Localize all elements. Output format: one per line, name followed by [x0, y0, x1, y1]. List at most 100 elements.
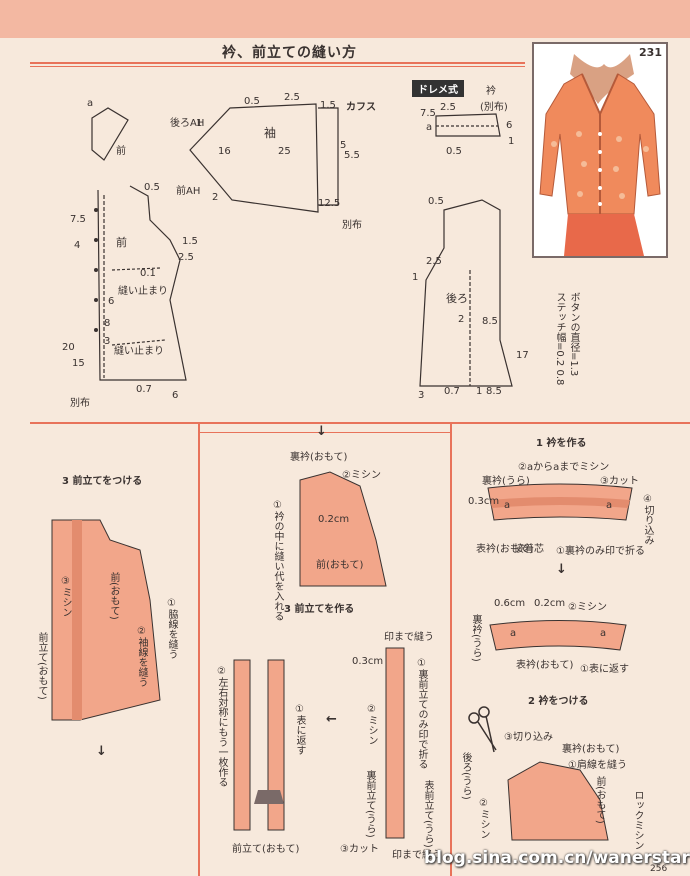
- sleeve-dim-1: 1: [196, 118, 203, 129]
- collar-under-wrong-2: 裏衿(うら): [470, 614, 481, 662]
- step-make-collar-heading: 1 衿を作る: [536, 438, 587, 449]
- collar-cut-3: ③カット: [600, 476, 639, 487]
- front-stop-2: 縫い止まり: [114, 346, 164, 357]
- collar-a-right: a: [606, 500, 613, 511]
- button-diameter-note: ボタンの直径=1.3: [568, 292, 579, 377]
- dreme-collar-fabric: (別布): [480, 102, 508, 113]
- front-dim-0-5: 0.5: [144, 182, 160, 193]
- band-turn-out: ①表に返す: [294, 704, 305, 755]
- title-underline: [30, 62, 525, 64]
- corner-page-number: 256: [650, 864, 668, 874]
- back-dim-2-5: 2.5: [426, 256, 442, 267]
- front-dim-3: 3: [104, 336, 111, 347]
- attach-sleeve-seam: ②袖線を縫う: [136, 626, 147, 687]
- page-title: 衿、前立ての縫い方: [222, 45, 357, 61]
- front-dim-6: 6: [108, 296, 115, 307]
- collar-turn-out: ①表に返す: [580, 664, 629, 675]
- back-dim-3: 3: [418, 390, 425, 401]
- cuff-separate-fabric: 別布: [342, 220, 362, 231]
- sleeve-dim-16: 16: [218, 146, 231, 157]
- step-make-band-heading: 3 前立てを作る: [284, 604, 355, 615]
- cuff-label: カフス: [346, 102, 376, 113]
- front-dim-0-7: 0.7: [136, 384, 152, 395]
- band-under-wrong: 裏前立て(うら): [364, 770, 375, 838]
- attach-front-label: 前(おもて): [108, 572, 119, 620]
- down-arrow-middle-top: ↓: [316, 424, 327, 439]
- collar-sew-a-to-a: ②aからaまでミシン: [518, 462, 610, 473]
- back-dim-0-5: 0.5: [428, 196, 444, 207]
- back-dim-8-5b: 8.5: [486, 386, 502, 397]
- band-face-label: 前立て(おもて): [232, 844, 300, 855]
- collar-a-left: a: [504, 500, 511, 511]
- front-dim-15: 15: [72, 358, 85, 369]
- collar-a-right-2: a: [600, 628, 607, 639]
- front-dim-20: 20: [62, 342, 75, 353]
- back-dim-17: 17: [516, 350, 529, 361]
- back-dim-0-7: 0.7: [444, 386, 460, 397]
- mid-0-2cm: 0.2cm: [318, 514, 350, 525]
- sleeve-dim-1-5: 1.5: [320, 100, 336, 111]
- back-dim-1: 1: [412, 272, 419, 283]
- left-arrow-middle: ←: [326, 712, 337, 727]
- attach-back-wrong: 後ろ(うら): [460, 752, 471, 800]
- back-label: 後ろ: [446, 292, 468, 305]
- front-stop-1: 縫い止まり: [118, 286, 168, 297]
- mid-seam-inside: ①衿の中に縫い代を入れる: [272, 500, 283, 621]
- collar-0-2cm: 0.2cm: [534, 598, 566, 609]
- column-divider-left: [198, 422, 200, 876]
- band-sew-2: ②ミシン: [366, 704, 377, 745]
- middle-top-rule: [198, 432, 450, 433]
- sleeve-dim-5: 5: [340, 140, 347, 151]
- attach-sew-3: ③ミシン: [60, 576, 71, 617]
- front-separate-fabric: 別布: [70, 398, 90, 409]
- band-fold-underband: ①裏前立てのみ印で折る: [416, 658, 427, 769]
- collar-a-label: a: [87, 98, 94, 109]
- band-outer-wrong: 表前立て(うら): [422, 780, 433, 848]
- attach-band-label: 前立て(おもて): [36, 632, 47, 700]
- collar-notch-4: ④切り込み: [642, 494, 653, 545]
- sleeve-dim-top: 0.5: [244, 96, 260, 107]
- header-band: [0, 0, 690, 38]
- dreme-dim-1: 1: [508, 136, 515, 147]
- dreme-dim-0-5: 0.5: [446, 146, 462, 157]
- front-dim-4: 4: [74, 240, 81, 251]
- collar-a-left-2: a: [510, 628, 517, 639]
- front-label: 前: [116, 236, 127, 249]
- band-sew-to-mark: 印まで縫う: [384, 632, 434, 643]
- attach-collar-notch: ③切り込み: [504, 732, 553, 743]
- down-arrow-right: ↓: [556, 562, 567, 577]
- front-dim-2-5: 2.5: [178, 252, 194, 263]
- down-arrow-left: ↓: [96, 744, 107, 759]
- mid-front-face: 前(おもて): [316, 560, 364, 571]
- mid-sew-2: ②ミシン: [342, 470, 381, 481]
- front-dim-8: 8: [104, 318, 111, 329]
- sleeve-dim-25: 25: [278, 146, 291, 157]
- collar-0-6cm: 0.6cm: [494, 598, 526, 609]
- collar-fold-under: ①裏衿のみ印で折る: [556, 546, 645, 557]
- stitch-width-note: ステッチ幅=0.2 0.8: [554, 292, 565, 386]
- attach-collar-face: 裏衿(おもて): [562, 744, 620, 755]
- blouse-illustration: [539, 54, 661, 256]
- collar-sew-2: ②ミシン: [568, 602, 607, 613]
- sleeve-back-ah: 後ろAH: [170, 118, 205, 129]
- blog-watermark: blog.sina.com.cn/wanerstart: [424, 848, 690, 868]
- collar-under-wrong: 裏衿(うら): [482, 476, 530, 487]
- step-attach-front-heading: 3 前立てをつける: [62, 476, 143, 487]
- dreme-dim-2-5: 2.5: [440, 102, 456, 113]
- collar-upper-face: 表衿(おもて): [476, 544, 534, 555]
- sleeve-dim-2: 2: [212, 192, 219, 203]
- back-dim-1b: 1: [476, 386, 483, 397]
- garment-photo: 231: [532, 42, 668, 258]
- dreme-dim-7-5: 7.5: [420, 108, 436, 119]
- collar-0-3cm: 0.3cm: [468, 496, 500, 507]
- attach-sew-2: ②ミシン: [478, 798, 489, 839]
- photo-page-number: 231: [639, 46, 662, 59]
- sleeve-label: 袖: [264, 126, 277, 140]
- sleeve-dim-5-5: 5.5: [344, 150, 360, 161]
- back-dim-2: 2: [458, 314, 465, 325]
- dreme-a: a: [426, 122, 433, 133]
- sleeve-dim-2-5: 2.5: [284, 92, 300, 103]
- title-underline-thin: [30, 66, 525, 67]
- attach-front-face: 前(おもて): [594, 776, 605, 824]
